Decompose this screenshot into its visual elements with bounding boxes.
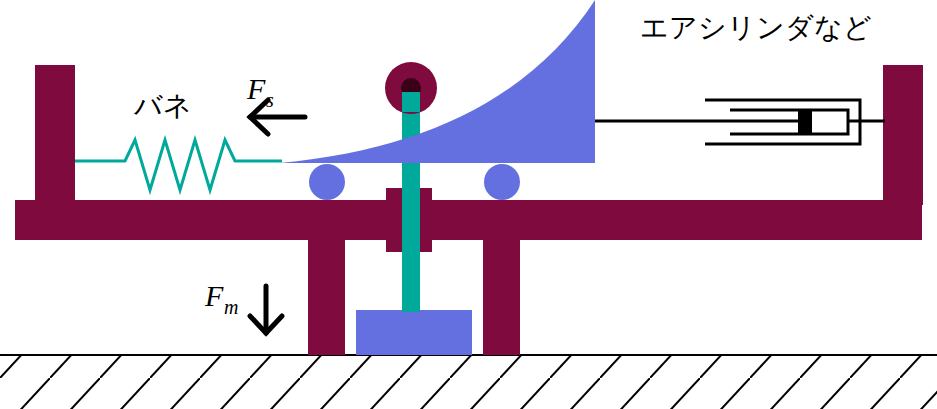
spring-symbol [75, 140, 282, 190]
follower-wheel [385, 62, 437, 114]
roller [309, 164, 345, 200]
component-label: エアシリンダなど [640, 14, 872, 42]
force-symbol: F [247, 74, 265, 104]
force-symbol: F [205, 281, 223, 311]
ground-hatching [0, 356, 937, 409]
force-subscript: s [266, 90, 274, 110]
force-subscript: m [224, 297, 238, 317]
air-cylinder [595, 100, 885, 144]
frame [15, 65, 923, 355]
roller [484, 164, 520, 200]
component-label: バネ [134, 92, 192, 120]
force-arrow [250, 286, 282, 333]
cam-plate [280, 0, 595, 163]
rod [402, 88, 420, 312]
weight-block [356, 310, 472, 355]
force-arrow [250, 100, 305, 134]
rod-top [402, 92, 420, 112]
